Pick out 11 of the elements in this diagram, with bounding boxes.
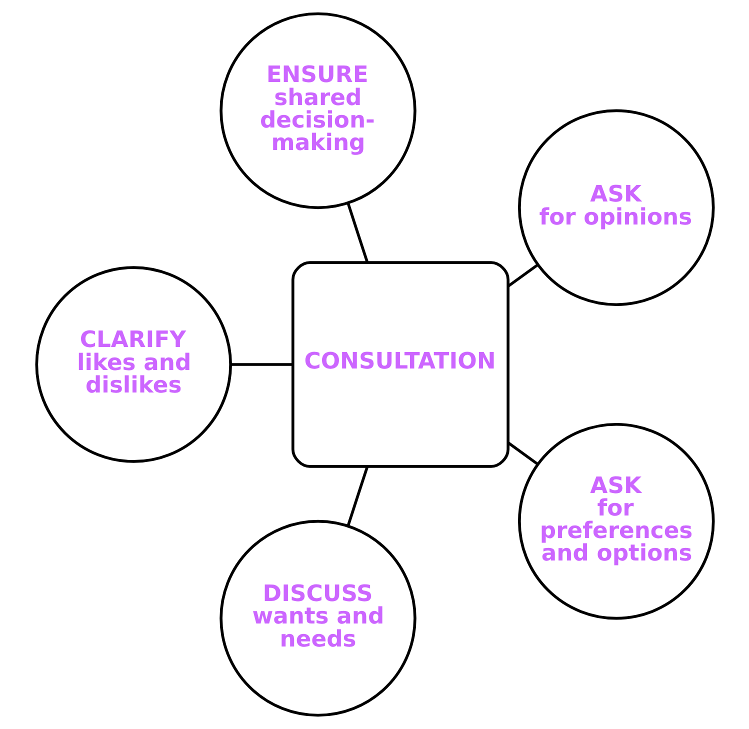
- node-circle: ASK for preferences and options: [518, 422, 714, 620]
- node-box: CONSULTATION: [290, 261, 509, 468]
- connector: [230, 363, 292, 366]
- node-circle: ASK for opinions: [518, 109, 714, 306]
- node-circle: ENSURE shared decision-making: [219, 12, 416, 210]
- connector: [507, 442, 538, 466]
- connector: [346, 202, 368, 263]
- node-circle: DISCUSS wants and needs: [219, 520, 416, 717]
- connector: [346, 466, 368, 526]
- connector: [507, 264, 538, 288]
- node-circle: CLARIFY likes and dislikes: [34, 266, 232, 463]
